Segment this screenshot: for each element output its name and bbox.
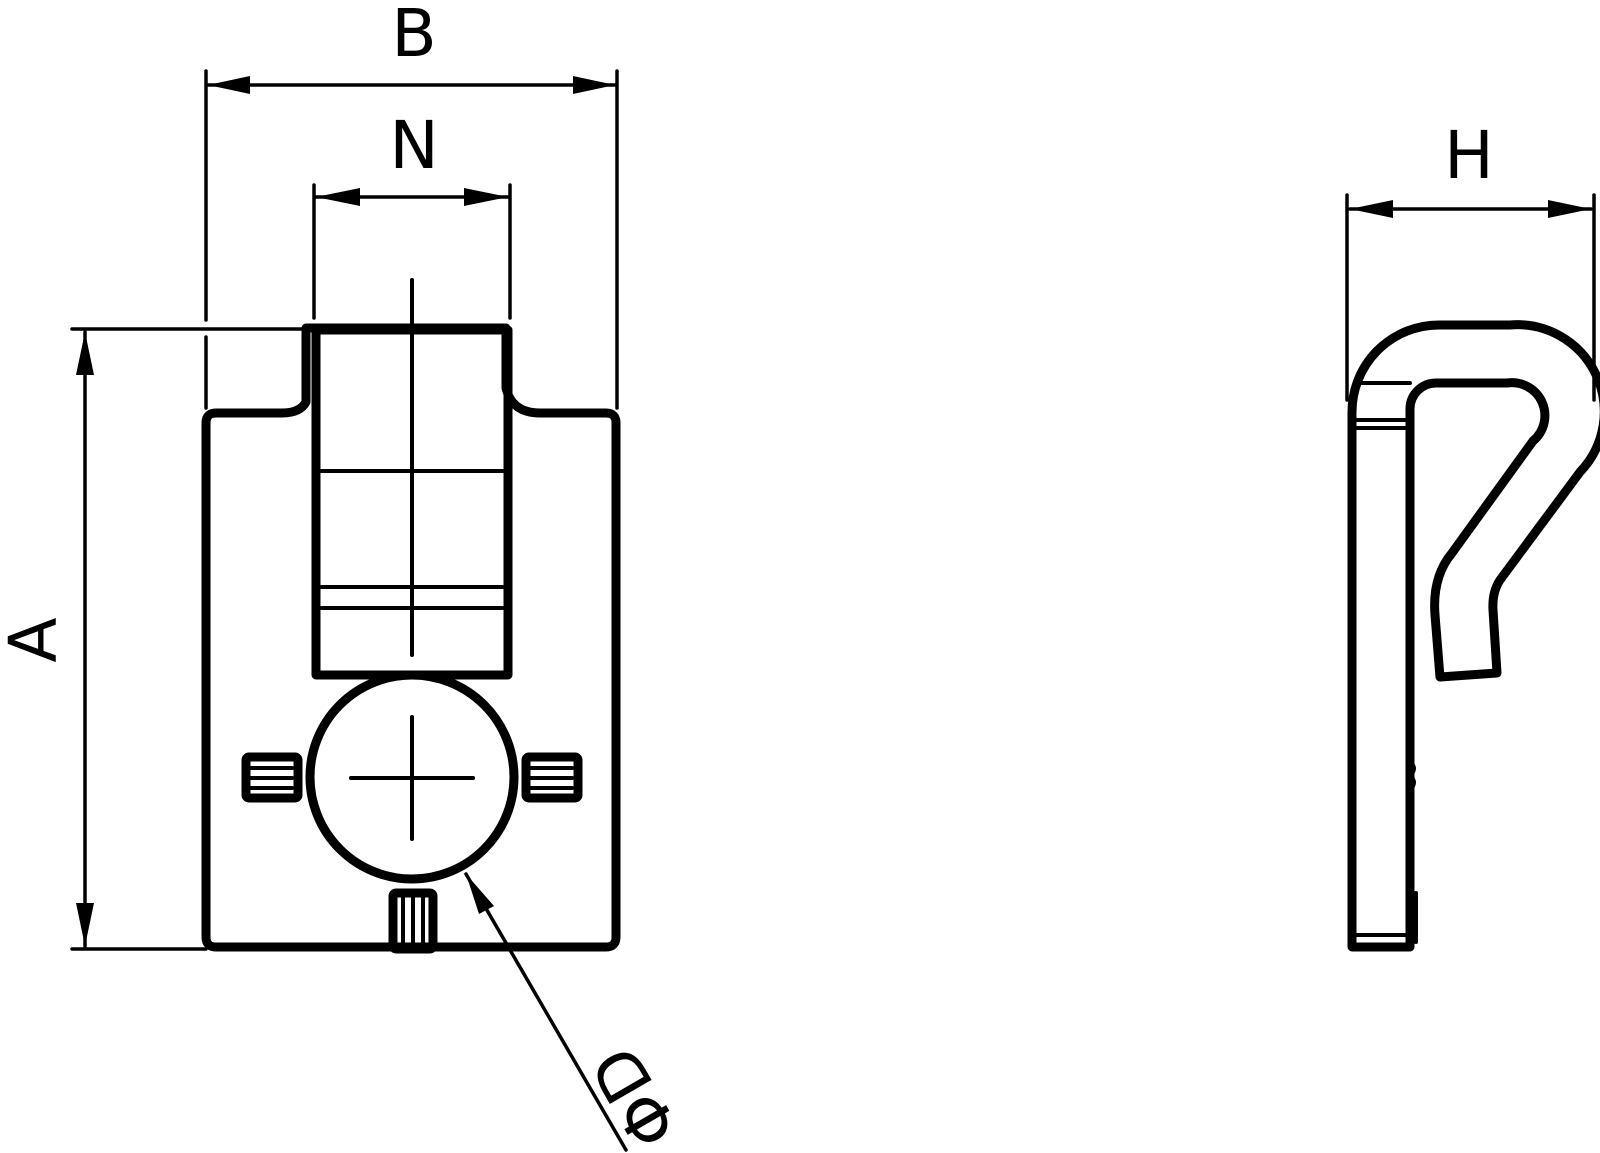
dimension-n-label: N — [389, 107, 438, 184]
bottom-tab — [388, 888, 438, 954]
mounting-hole — [305, 670, 519, 884]
back-tab — [1406, 760, 1416, 792]
dimension-a: A — [0, 327, 305, 951]
dimension-b: B — [204, 0, 619, 410]
side-view — [1347, 320, 1600, 952]
dimension-d: ΦD — [464, 872, 695, 1153]
dimension-a-label: A — [0, 617, 72, 662]
dimension-n: N — [312, 107, 512, 320]
dimension-h: H — [1345, 117, 1596, 402]
left-tab — [241, 752, 303, 803]
body-plate-outline — [201, 323, 621, 952]
hook-profile — [1347, 320, 1600, 952]
right-tab — [521, 752, 583, 803]
dimension-b-label: B — [391, 0, 436, 72]
front-view — [201, 278, 621, 954]
dimension-h-label: H — [1444, 117, 1494, 194]
dimension-d-label: ΦD — [576, 1033, 694, 1153]
